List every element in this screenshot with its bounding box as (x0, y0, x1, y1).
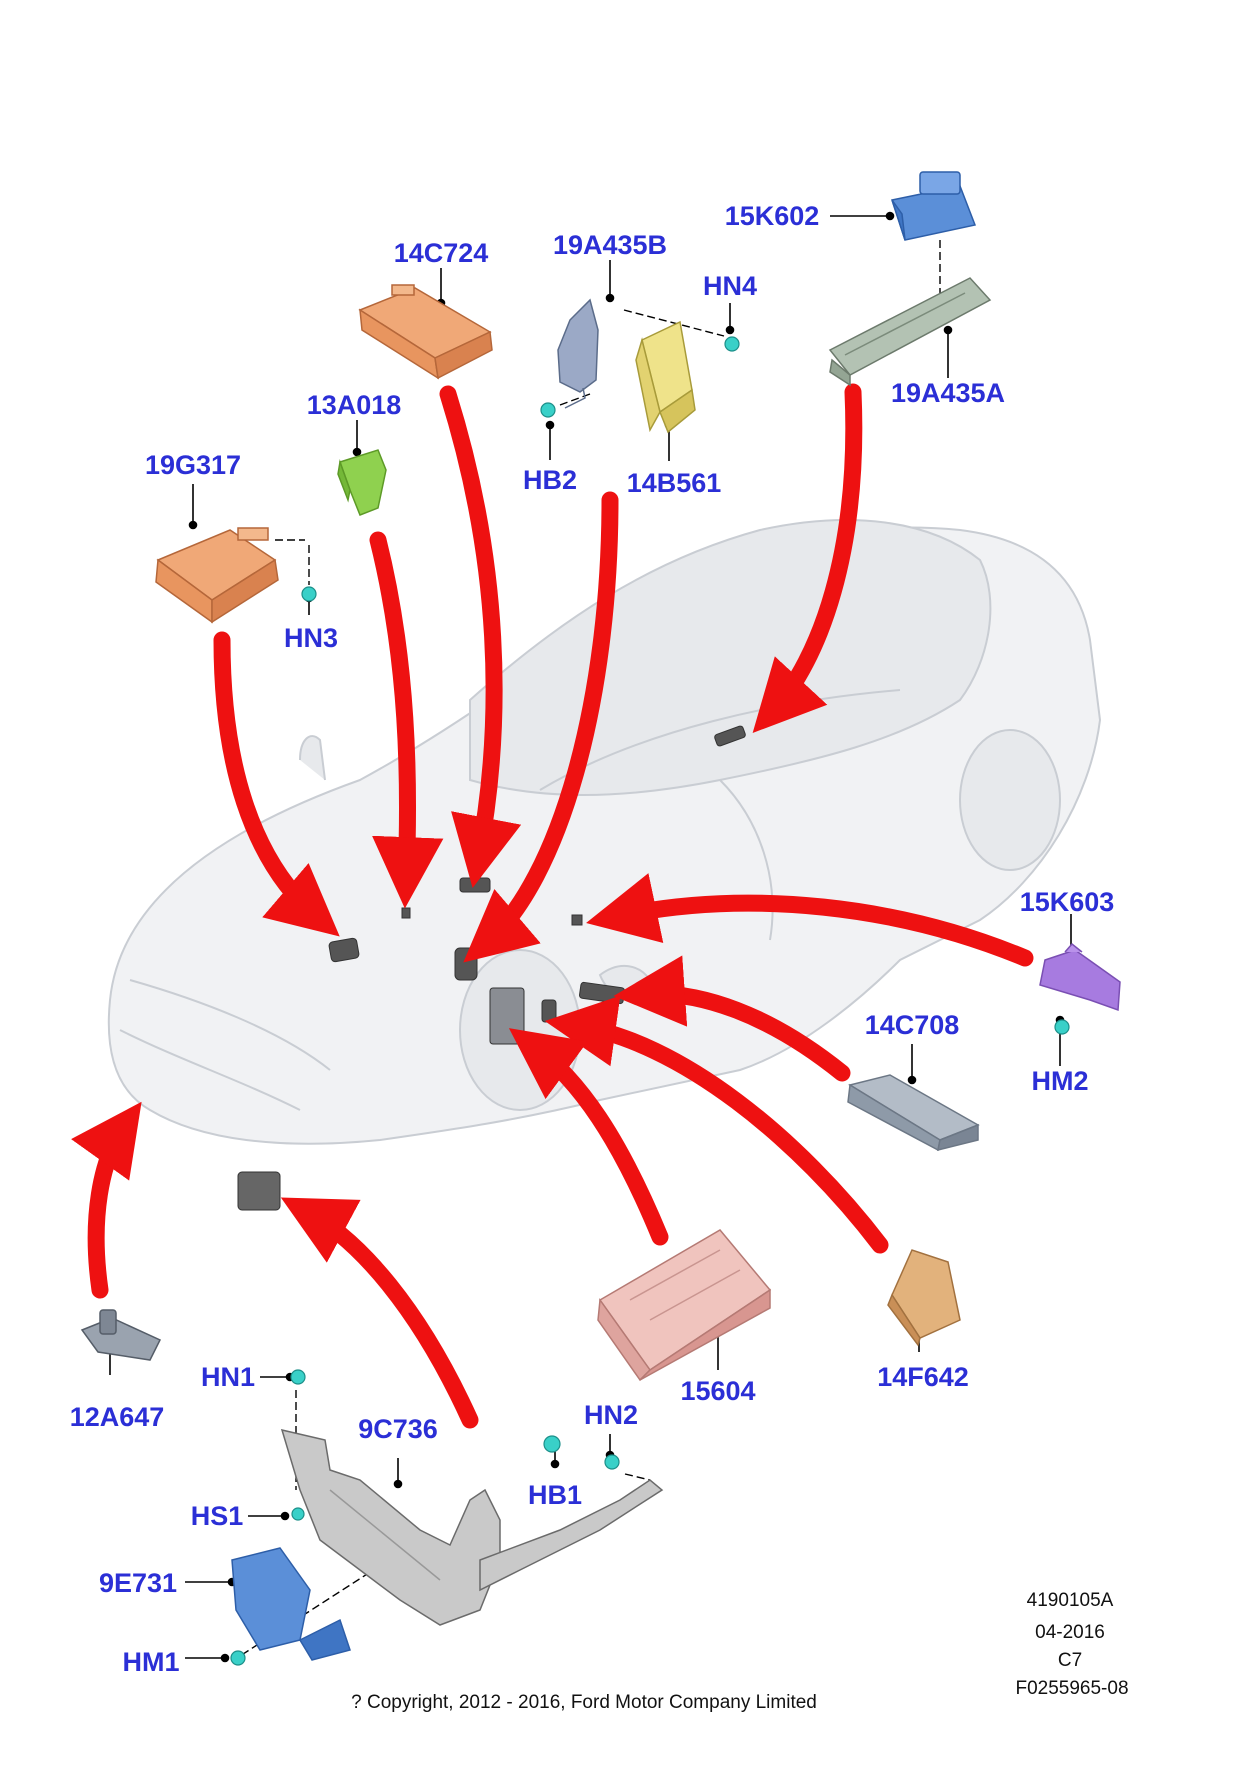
sensor-12A647 (80, 1309, 162, 1361)
fastener-HN3 (301, 586, 317, 602)
label-14B561: 14B561 (626, 468, 722, 498)
fastener-HB2 (540, 402, 556, 418)
location-arrows (71, 383, 1034, 1429)
fastener-HS1 (291, 1507, 305, 1521)
label-9E731: 9E731 (98, 1568, 178, 1598)
label-9C736: 9C736 (358, 1414, 438, 1444)
module-14B561 (635, 320, 696, 434)
label-HS1: HS1 (190, 1501, 244, 1531)
module-19G317 (155, 527, 279, 624)
module-15K602 (891, 171, 977, 241)
copyright-notice: ? Copyright, 2012 - 2016, Ford Motor Com… (351, 1692, 817, 1713)
label-19A435A: 19A435A (890, 378, 1006, 408)
fastener-HM2 (1054, 1019, 1070, 1035)
label-13A018: 13A018 (306, 390, 402, 420)
label-15604: 15604 (680, 1376, 756, 1406)
module-14F642 (887, 1249, 961, 1347)
bracket-15K603 (1039, 942, 1121, 1012)
label-12A647: 12A647 (69, 1402, 165, 1432)
label-19A435B: 19A435B (552, 230, 668, 260)
module-13A018 (337, 449, 387, 516)
fusebox-15604 (597, 1229, 772, 1382)
label-HM1: HM1 (122, 1647, 180, 1677)
illustration-revision: C7 (1057, 1650, 1083, 1671)
bracket-19A435B (557, 298, 599, 409)
label-HN1: HN1 (200, 1362, 256, 1392)
module-14C724 (358, 284, 493, 380)
label-HN2: HN2 (583, 1400, 639, 1430)
label-14F642: 14F642 (877, 1362, 969, 1392)
bracket-19A435A (828, 277, 992, 387)
label-HB1: HB1 (527, 1480, 583, 1510)
label-14C708: 14C708 (864, 1010, 960, 1040)
bracket-9C736 (280, 1428, 664, 1626)
fastener-HN4 (724, 336, 740, 352)
label-15K602: 15K602 (724, 201, 820, 231)
label-19G317: 19G317 (144, 450, 242, 480)
fastener-HM1 (230, 1650, 246, 1666)
label-HM2: HM2 (1031, 1066, 1089, 1096)
illustration-code: 4190105A (1026, 1590, 1114, 1611)
module-9E731 (231, 1547, 351, 1661)
fastener-HB1 (543, 1435, 561, 1453)
fasteners (230, 336, 1070, 1666)
label-HB2: HB2 (522, 465, 578, 495)
module-14C708 (847, 1074, 980, 1152)
label-15K603: 15K603 (1019, 887, 1115, 917)
fastener-HN1 (290, 1369, 306, 1385)
illustration-reference: F0255965-08 (1015, 1678, 1129, 1699)
fastener-HN2 (604, 1454, 620, 1470)
illustration-date: 04-2016 (1035, 1622, 1105, 1643)
label-HN3: HN3 (283, 623, 339, 653)
label-HN4: HN4 (702, 271, 758, 301)
label-14C724: 14C724 (393, 238, 489, 268)
